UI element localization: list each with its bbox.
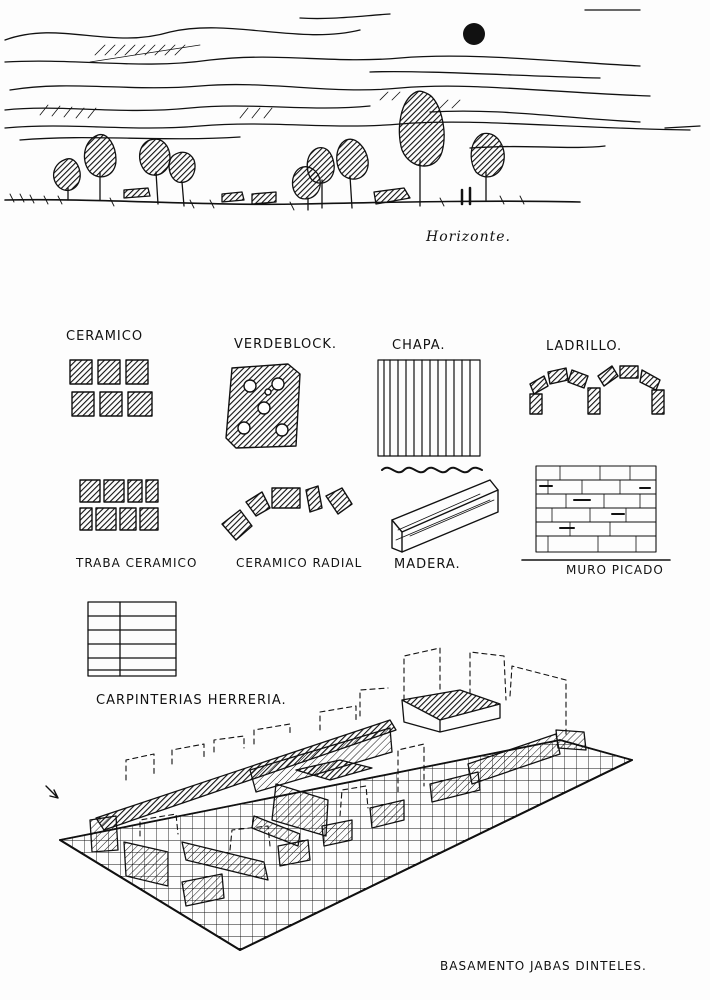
carpinterias-swatch [87,601,177,677]
ceramico-radial-swatch [221,485,353,541]
chapa-swatch [377,359,483,474]
ceramico-swatch [69,359,153,417]
caption-carpinterias: CARPINTERIAS HERRERIA. [96,693,287,708]
caption-ceramico: CERAMICO [66,329,144,344]
tree-icons [53,90,505,211]
verdeblock-swatch [225,363,301,449]
madera-swatch [391,479,499,553]
caption-ladrillo: LADRILLO. [546,339,623,354]
caption-chapa: CHAPA. [392,338,446,353]
muro-picado-swatch [521,465,671,561]
caption-basamento: BASAMENTO JABAS DINTELES. [440,959,647,973]
ladrillo-swatch [529,365,665,415]
horizon-landscape [4,9,701,211]
traba-ceramico-swatch [79,479,159,531]
axonometric-plan [45,647,633,951]
caption-traba-ceramico: TRABA CERAMICO [76,556,198,570]
sun-icon [463,23,485,45]
caption-ceramico-radial: CERAMICO RADIAL [236,556,363,570]
caption-muro-picado: MURO PICADO [566,563,664,577]
caption-verdeblock: VERDEBLOCK. [234,337,338,352]
caption-madera: MADERA. [394,557,461,572]
caption-horizonte: Horizonte. [426,229,511,245]
